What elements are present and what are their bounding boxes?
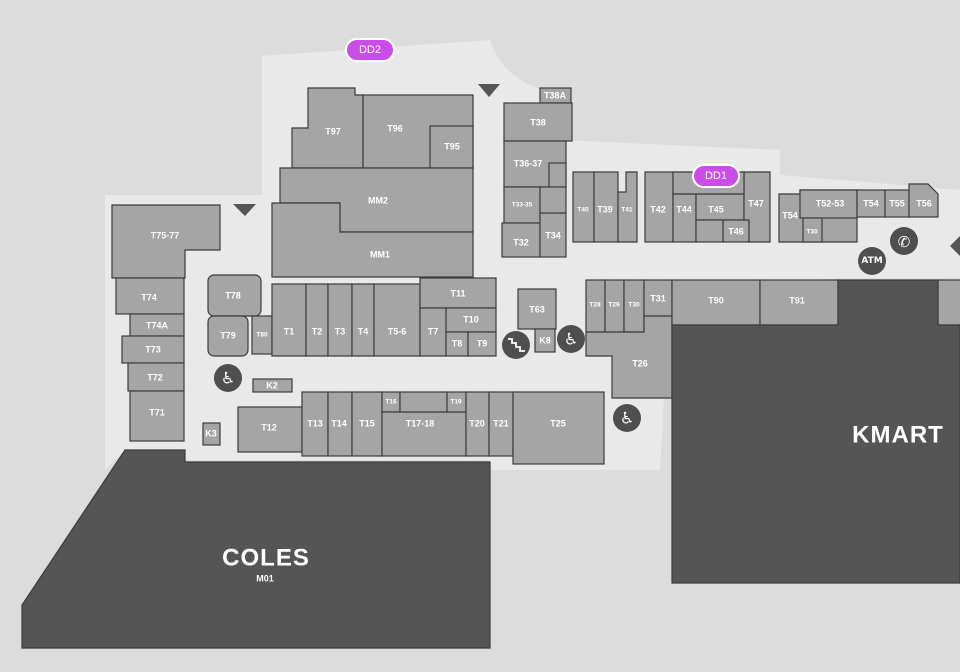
shop-block-t45 xyxy=(644,171,771,243)
shop-t30-b[interactable] xyxy=(802,217,823,243)
shop-t17-18[interactable] xyxy=(381,411,467,457)
shop-t38a[interactable] xyxy=(539,87,572,104)
shop-t3[interactable] xyxy=(327,283,353,357)
shop-block-upper xyxy=(271,87,474,278)
anchor-coles-code: M01 xyxy=(256,573,274,583)
marker-dd2-label: DD2 xyxy=(359,44,381,56)
shop-t2[interactable] xyxy=(305,283,329,357)
shop-t95[interactable] xyxy=(429,125,474,169)
shop-t7[interactable] xyxy=(419,307,447,357)
shop-t10[interactable] xyxy=(445,307,497,333)
wheelchair-icon[interactable]: ♿ xyxy=(557,325,585,353)
entrance-arrow-icon xyxy=(478,84,500,97)
shop-t13[interactable] xyxy=(301,391,329,457)
shop-t34[interactable] xyxy=(539,212,567,258)
shop-t17-18-top[interactable] xyxy=(399,391,448,413)
entrance-arrow-icon xyxy=(950,236,960,256)
shop-t20[interactable] xyxy=(465,391,490,457)
shop-t8[interactable] xyxy=(445,331,469,357)
shop-t33-35[interactable] xyxy=(503,186,541,224)
svg-text:♿: ♿ xyxy=(564,330,578,349)
shop-t47[interactable] xyxy=(743,171,771,243)
svg-text:♿: ♿ xyxy=(221,369,235,388)
phone-icon[interactable]: ✆ xyxy=(890,227,918,255)
shop-t4[interactable] xyxy=(351,283,375,357)
shop-t40[interactable] xyxy=(572,171,595,243)
atm-label: ATM xyxy=(861,256,882,266)
shop-t39[interactable] xyxy=(593,171,619,243)
shop-t25[interactable] xyxy=(512,391,605,465)
anchor-coles[interactable] xyxy=(21,449,491,649)
shop-t1[interactable] xyxy=(271,283,307,357)
shop-t54-b[interactable] xyxy=(856,189,886,218)
shop-t79[interactable] xyxy=(207,315,249,357)
shop-t73[interactable] xyxy=(121,335,185,364)
shop-t72[interactable] xyxy=(127,362,185,392)
anchor-coles-label: COLES xyxy=(222,544,310,571)
shop-t14[interactable] xyxy=(327,391,353,457)
shop-t28[interactable] xyxy=(585,279,606,333)
shop-t56[interactable] xyxy=(908,183,939,218)
shop-t5-6[interactable] xyxy=(373,283,421,357)
wheelchair-icon[interactable]: ♿ xyxy=(214,364,242,392)
shop-t30[interactable] xyxy=(623,279,645,333)
atm-icon[interactable]: ATM xyxy=(858,247,886,275)
anchor-kmart-label: KMART xyxy=(852,421,944,448)
kiosk-k2[interactable] xyxy=(252,378,293,393)
marker-dd2[interactable]: DD2 xyxy=(345,38,395,62)
shop-t42[interactable] xyxy=(644,171,674,243)
shop-t21[interactable] xyxy=(488,391,514,457)
shop-t46[interactable] xyxy=(722,219,750,243)
shop-block-centre xyxy=(207,274,497,357)
shop-t45[interactable] xyxy=(695,193,745,221)
shop-t31[interactable] xyxy=(643,279,673,317)
shop-block-t52 xyxy=(778,183,939,243)
shop-t36-37-annex[interactable] xyxy=(548,162,567,188)
shop-t44[interactable] xyxy=(672,193,697,243)
shop-t29[interactable] xyxy=(604,279,625,333)
shop-t15[interactable] xyxy=(351,391,383,457)
wheelchair-icon[interactable]: ♿ xyxy=(613,404,641,432)
shop-block-t39 xyxy=(572,171,638,243)
shop-t74a[interactable] xyxy=(129,313,185,337)
shop-block-left xyxy=(111,204,221,442)
marker-dd1[interactable]: DD1 xyxy=(692,164,740,188)
kiosk-k3[interactable] xyxy=(202,422,221,446)
shop-t16[interactable] xyxy=(381,391,401,413)
shop-block-t26 xyxy=(585,279,960,399)
shop-t80[interactable] xyxy=(251,315,273,355)
svg-text:✆: ✆ xyxy=(898,233,911,251)
shop-t12[interactable] xyxy=(237,406,303,453)
shop-t33-35-annex[interactable] xyxy=(539,186,567,214)
shop-t9[interactable] xyxy=(467,331,497,357)
shop-t11[interactable] xyxy=(419,277,497,309)
shop-t90[interactable] xyxy=(671,279,761,326)
shop-t75-77[interactable] xyxy=(111,204,221,279)
shop-t71[interactable] xyxy=(129,390,185,442)
shop-t38[interactable] xyxy=(503,102,573,142)
stairs-icon[interactable] xyxy=(502,331,530,359)
shop-t41[interactable] xyxy=(617,171,638,243)
kiosk-k8[interactable] xyxy=(534,328,556,353)
shop-block-lower xyxy=(202,378,605,465)
shop-t52-53[interactable] xyxy=(799,189,858,219)
shop-t74[interactable] xyxy=(115,277,185,315)
svg-text:♿: ♿ xyxy=(620,409,634,428)
anchor-kmart[interactable] xyxy=(671,279,960,584)
entrance-arrow-icon xyxy=(233,204,256,216)
shop-t91[interactable] xyxy=(759,279,839,326)
shop-t63[interactable] xyxy=(517,288,557,330)
shop-block-t38 xyxy=(501,87,573,258)
shop-t32[interactable] xyxy=(501,222,541,258)
shop-t78[interactable] xyxy=(207,274,262,317)
shop-t-edge[interactable] xyxy=(937,279,960,326)
shop-t55[interactable] xyxy=(884,189,910,218)
shop-mm1[interactable] xyxy=(271,202,474,278)
shop-t45-lower[interactable] xyxy=(695,219,724,243)
shop-t19[interactable] xyxy=(446,391,467,413)
marker-dd1-label: DD1 xyxy=(705,170,727,182)
